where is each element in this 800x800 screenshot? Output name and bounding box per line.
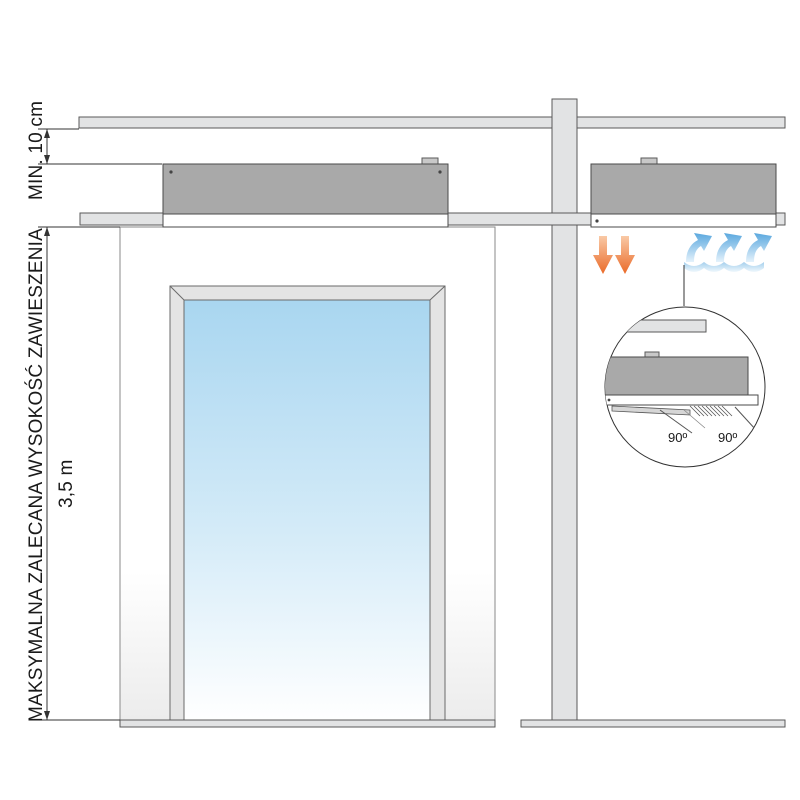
warm-arrow-icon: [615, 236, 635, 274]
curved-arrow-icon: [746, 233, 772, 262]
max-height-dimension: [38, 226, 120, 721]
max-height-value: 3,5 m: [56, 459, 77, 508]
support-column: [551, 98, 578, 721]
curved-arrow-icon: [686, 233, 712, 262]
min-clearance-label: MIN. 10 cm: [26, 101, 47, 200]
warm-arrow-icon: [593, 236, 613, 274]
air-curtain-unit-left: [162, 157, 449, 228]
ceiling-beam: [78, 116, 786, 129]
max-height-caption: MAKSYMALNA ZALECANA WYSOKOŚĆ ZAWIESZENIA: [25, 228, 47, 722]
air-curtain-unit-right: [590, 157, 777, 228]
floor-right: [520, 719, 786, 728]
min-clearance-dimension: [38, 128, 162, 165]
angle-label-left: 90º: [668, 430, 687, 445]
angle-label-right: 90º: [718, 430, 737, 445]
cool-air-arrows: [684, 233, 772, 272]
floor-left: [119, 719, 496, 728]
warm-air-arrows: [593, 236, 635, 274]
door-glass: [183, 299, 431, 721]
curved-arrow-icon: [716, 233, 742, 262]
detail-callout: 90º 90º: [604, 306, 766, 468]
